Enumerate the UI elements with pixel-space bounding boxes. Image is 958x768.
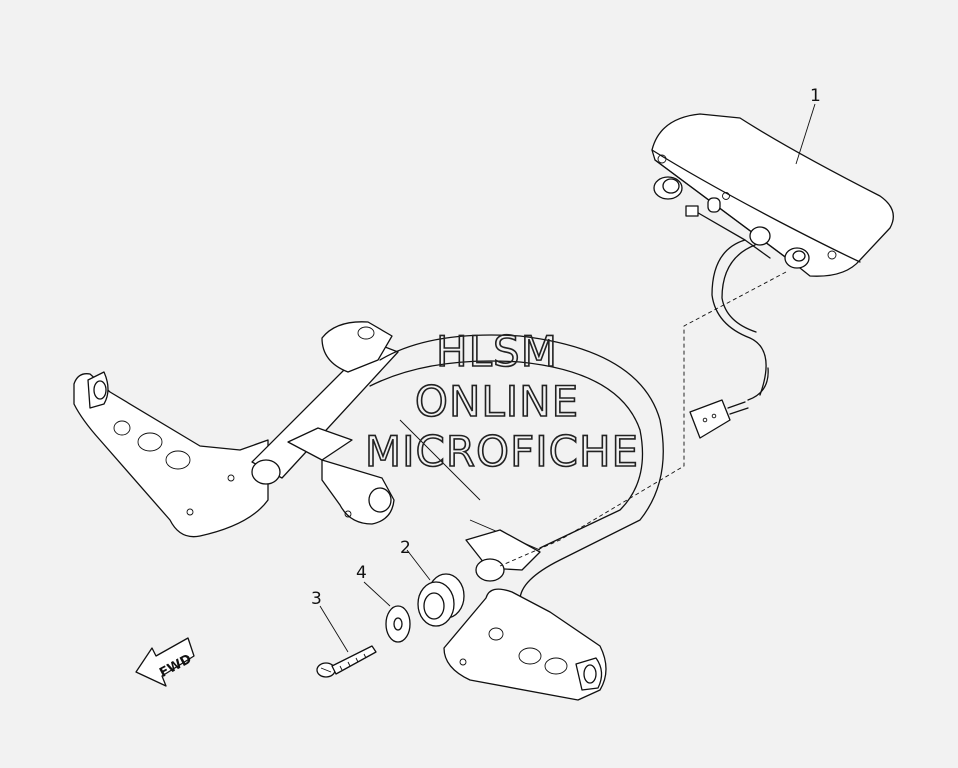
flat-washer — [363, 581, 411, 643]
wiring-connector — [689, 367, 769, 439]
watermark-line-2: ONLINE — [415, 377, 579, 426]
watermark: HLSM ONLINE MICROFICHE — [364, 326, 639, 477]
callout-3: 3 — [311, 589, 322, 609]
callout-2: 2 — [400, 538, 411, 558]
forward-arrow-icon: FWD — [135, 637, 195, 687]
tail-light-assembly — [651, 113, 894, 396]
callout-4: 4 — [356, 563, 367, 583]
rear-frame-bracket — [73, 321, 664, 701]
rubber-grommet — [406, 549, 465, 627]
watermark-line-3: MICROFICHE — [365, 427, 639, 476]
watermark-line-1: HLSM — [436, 327, 558, 376]
callout-1: 1 — [810, 86, 821, 106]
tapping-screw — [316, 605, 377, 678]
